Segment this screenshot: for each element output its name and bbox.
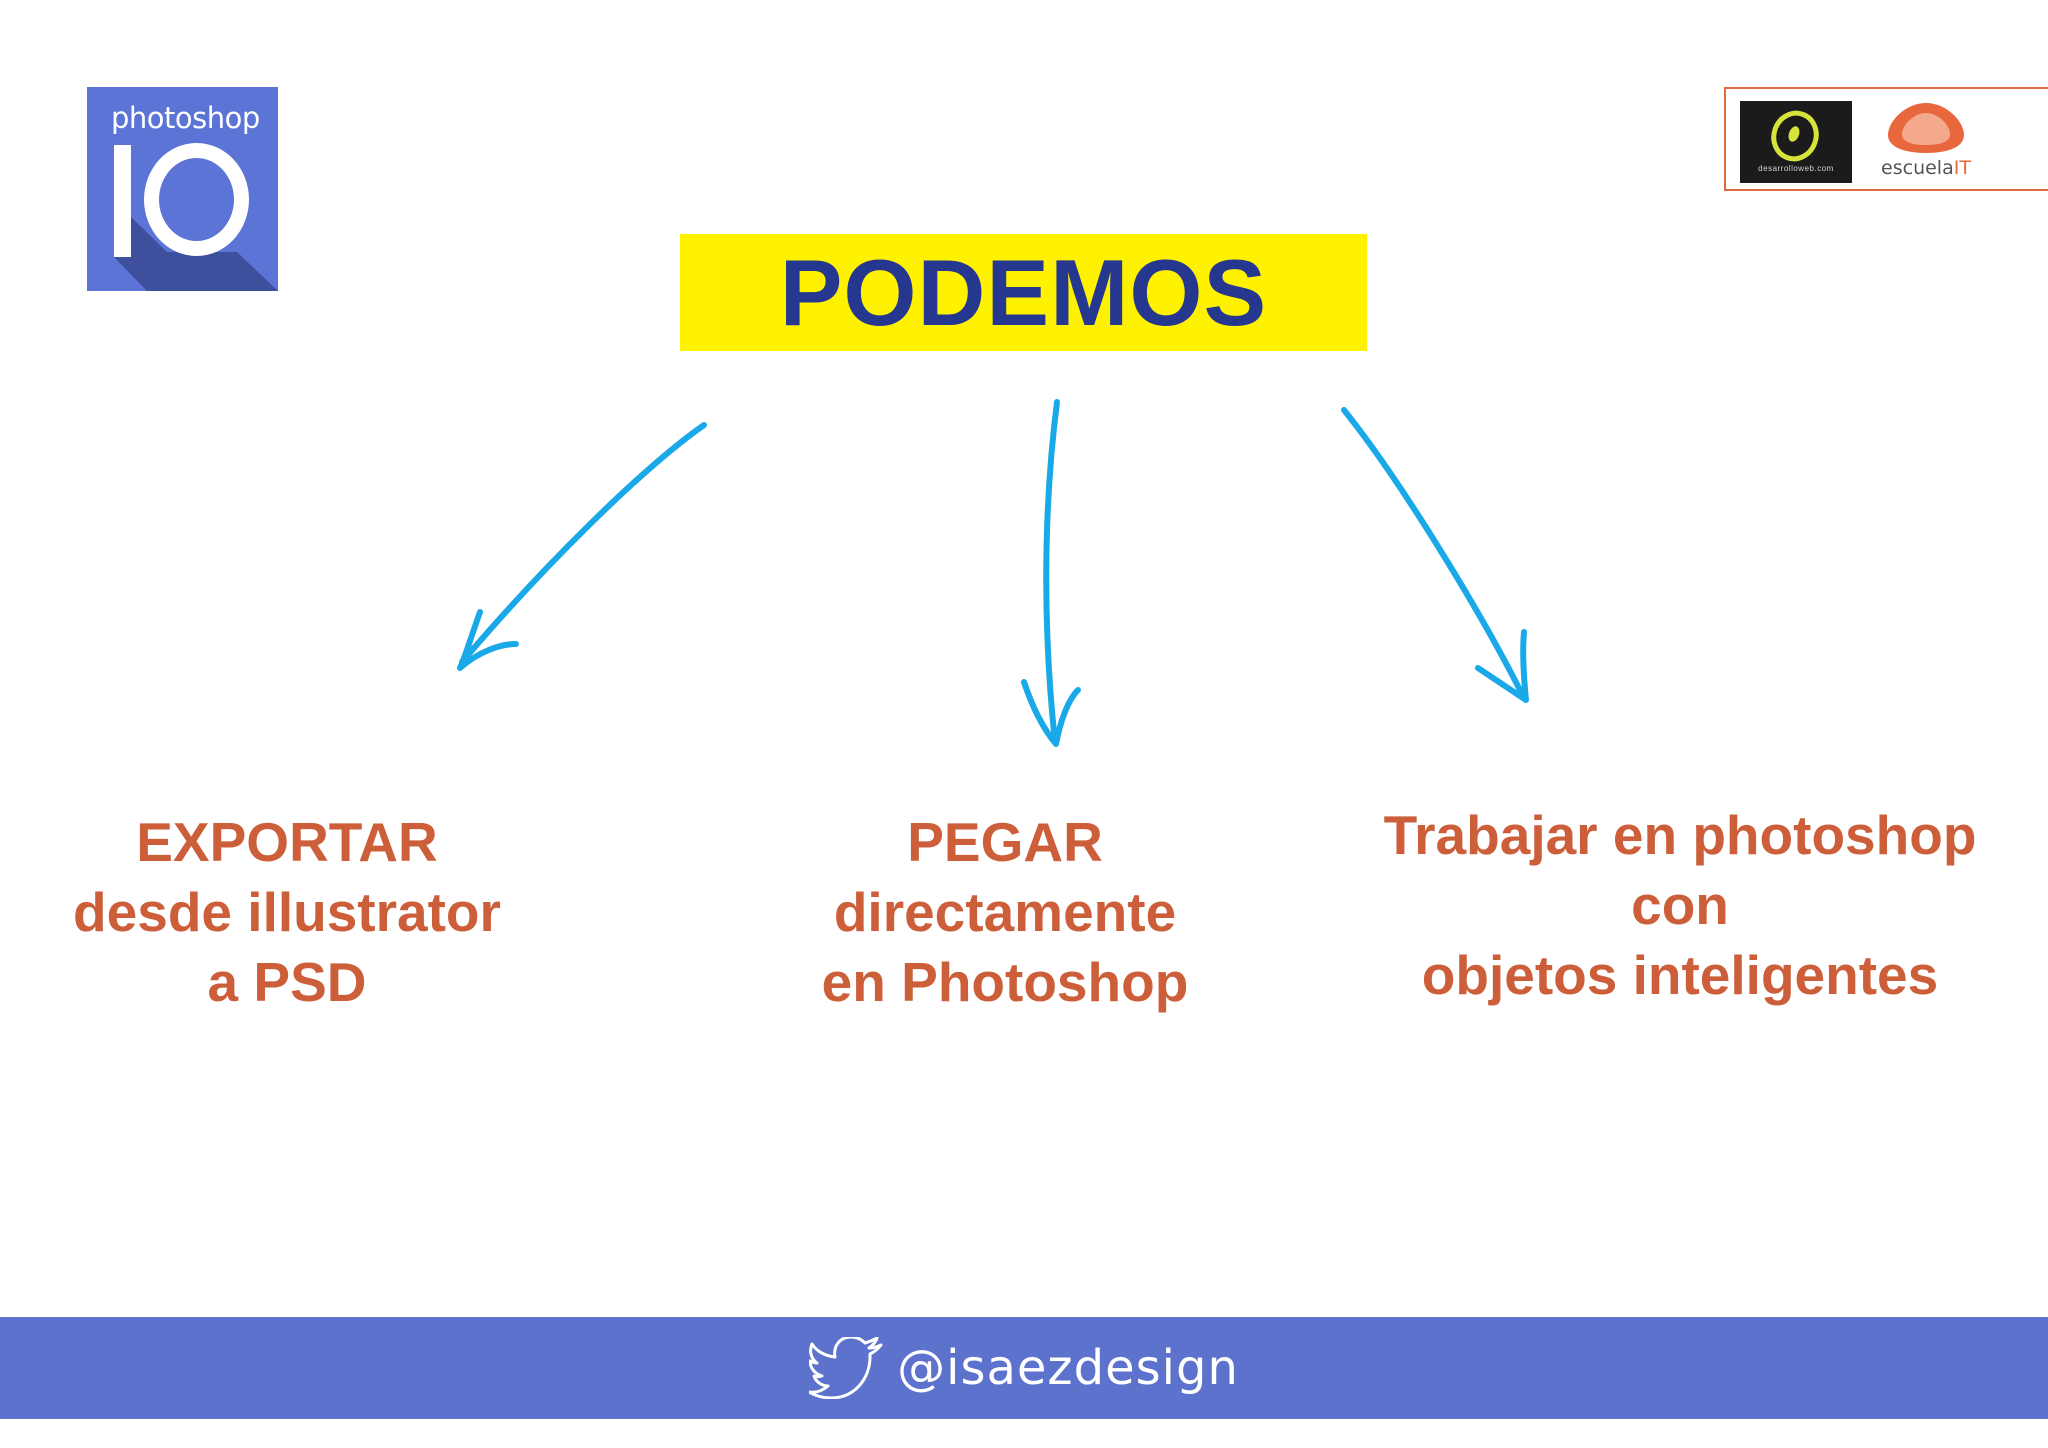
arrow-left-head — [457, 609, 519, 671]
footer-bar: @isaezdesign — [0, 1317, 2048, 1419]
option-smart-objects-line-1: Trabajar en photoshop — [1383, 804, 1977, 866]
arrow-left — [459, 422, 707, 665]
page-title: PODEMOS — [779, 239, 1268, 345]
option-smart-objects-line-3: objetos inteligentes — [1421, 944, 1939, 1006]
option-paste: PEGAR directamente en Photoshop — [775, 807, 1235, 1017]
partner-logos: desarrolloweb.com escuelaIT — [1724, 87, 2048, 191]
desarrolloweb-logo: desarrolloweb.com — [1740, 101, 1852, 183]
arrow-right — [1341, 407, 1527, 701]
option-export: EXPORTAR desde illustrator a PSD — [42, 807, 532, 1017]
twitter-bird-icon — [809, 1337, 883, 1399]
arrow-right-head — [1475, 629, 1529, 703]
option-smart-objects: Trabajar en photoshop con objetos inteli… — [1350, 800, 2010, 1010]
escuelait-logo: escuelaIT — [1866, 99, 1986, 185]
desarrolloweb-text: desarrolloweb.com — [1758, 164, 1834, 173]
logo-word: photoshop — [111, 101, 260, 135]
desarrolloweb-swirl-icon — [1771, 110, 1819, 162]
option-export-line-2: desde illustrator — [73, 881, 501, 943]
logo-letter-i — [114, 145, 131, 257]
escuelait-drop-icon — [1888, 103, 1964, 153]
option-paste-line-2: directamente — [833, 881, 1177, 943]
option-export-line-1: EXPORTAR — [136, 811, 438, 873]
option-smart-objects-line-2: con — [1631, 874, 1729, 936]
option-paste-line-3: en Photoshop — [821, 951, 1189, 1013]
arrow-middle — [1043, 399, 1060, 745]
option-export-line-3: a PSD — [207, 951, 367, 1013]
option-paste-line-1: PEGAR — [907, 811, 1103, 873]
twitter-handle[interactable]: @isaezdesign — [897, 1340, 1239, 1396]
arrow-middle-head — [1021, 679, 1081, 747]
photoshop-io-logo: photoshop — [87, 87, 278, 291]
escuelait-text: escuelaIT — [1881, 157, 1971, 179]
title-banner: PODEMOS — [680, 234, 1367, 351]
